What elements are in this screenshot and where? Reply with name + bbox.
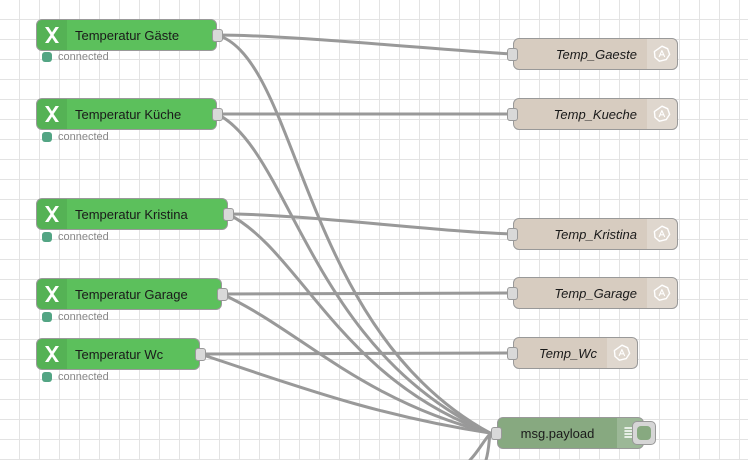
- output-port[interactable]: [217, 288, 228, 301]
- node-label: Temperatur Küche: [75, 106, 182, 122]
- node-debug-msg-payload[interactable]: msg.payload: [491, 417, 656, 449]
- wire-return-b: [484, 432, 492, 460]
- mqtt-icon: [647, 278, 677, 308]
- node-mqtt-temp-wc[interactable]: Temp_Wc: [507, 337, 638, 369]
- wire-garage-to-mqtt: [220, 291, 515, 296]
- node-label: Temperatur Gäste: [75, 27, 180, 43]
- input-port[interactable]: [491, 427, 502, 440]
- node-body: Temperatur Garage: [37, 279, 221, 309]
- node-source-temperatur-gaeste[interactable]: Temperatur Gäste: [36, 19, 223, 51]
- node-mqtt-temp-gaeste[interactable]: Temp_Gaeste: [507, 38, 678, 70]
- node-label: Temp_Gaeste: [555, 46, 637, 62]
- x-icon: [37, 20, 67, 50]
- node-mqtt-temp-kueche[interactable]: Temp_Kueche: [507, 98, 678, 130]
- node-body: Temperatur Kristina: [37, 199, 227, 229]
- node-source-temperatur-kristina[interactable]: Temperatur Kristina: [36, 198, 234, 230]
- node-label: Temperatur Kristina: [75, 206, 188, 222]
- node-label: Temp_Kristina: [554, 226, 637, 242]
- node-label: Temperatur Garage: [75, 286, 188, 302]
- input-port[interactable]: [507, 287, 518, 300]
- input-port[interactable]: [507, 347, 518, 360]
- output-port[interactable]: [212, 108, 223, 121]
- node-label: Temp_Kueche: [553, 106, 637, 122]
- debug-toggle-button[interactable]: [632, 421, 656, 445]
- mqtt-icon: [607, 338, 637, 368]
- input-port[interactable]: [507, 228, 518, 241]
- x-icon: [37, 99, 67, 129]
- status-temperatur-wc: connected: [42, 371, 109, 383]
- status-dot: [42, 372, 52, 382]
- wire-gaeste-to-debug: [215, 33, 492, 435]
- node-body: Temp_Wc: [514, 338, 637, 368]
- status-label: connected: [58, 371, 109, 383]
- node-mqtt-temp-garage[interactable]: Temp_Garage: [507, 277, 678, 309]
- wire-wc-to-mqtt: [198, 351, 515, 356]
- status-dot: [42, 132, 52, 142]
- node-label: msg.payload: [520, 425, 595, 441]
- status-label: connected: [58, 231, 109, 243]
- status-dot: [42, 52, 52, 62]
- wire-garage-to-debug: [220, 292, 492, 435]
- node-label: Temp_Garage: [554, 285, 637, 301]
- status-temperatur-garage: connected: [42, 311, 109, 323]
- mqtt-icon: [647, 39, 677, 69]
- output-port[interactable]: [212, 29, 223, 42]
- status-label: connected: [58, 311, 109, 323]
- status-dot: [42, 232, 52, 242]
- node-body: Temperatur Wc: [37, 339, 199, 369]
- x-icon: [37, 339, 67, 369]
- wire-return-a: [468, 432, 492, 460]
- mqtt-icon: [647, 219, 677, 249]
- node-body: Temp_Kristina: [514, 219, 677, 249]
- node-mqtt-temp-kristina[interactable]: Temp_Kristina: [507, 218, 678, 250]
- status-temperatur-kristina: connected: [42, 231, 109, 243]
- output-port[interactable]: [195, 348, 206, 361]
- x-icon: [37, 279, 67, 309]
- status-temperatur-gaeste: connected: [42, 51, 109, 63]
- status-temperatur-kueche: connected: [42, 131, 109, 143]
- output-port[interactable]: [223, 208, 234, 221]
- node-body: Temp_Garage: [514, 278, 677, 308]
- node-label: Temperatur Wc: [75, 346, 164, 362]
- node-body: Temperatur Gäste: [37, 20, 216, 50]
- status-dot: [42, 312, 52, 322]
- mqtt-icon: [647, 99, 677, 129]
- node-source-temperatur-garage[interactable]: Temperatur Garage: [36, 278, 228, 310]
- node-body: msg.payload: [498, 418, 643, 448]
- input-port[interactable]: [507, 48, 518, 61]
- node-body: Temp_Kueche: [514, 99, 677, 129]
- status-label: connected: [58, 131, 109, 143]
- node-label: Temp_Wc: [538, 345, 597, 361]
- node-body: Temp_Gaeste: [514, 39, 677, 69]
- x-icon: [37, 199, 67, 229]
- node-body: Temperatur Küche: [37, 99, 216, 129]
- wire-wc-to-debug: [198, 352, 492, 435]
- node-source-temperatur-wc[interactable]: Temperatur Wc: [36, 338, 206, 370]
- status-label: connected: [58, 51, 109, 63]
- wire-kristina-to-mqtt: [226, 212, 515, 236]
- input-port[interactable]: [507, 108, 518, 121]
- wire-kristina-to-debug: [226, 212, 492, 435]
- node-source-temperatur-kueche[interactable]: Temperatur Küche: [36, 98, 223, 130]
- wire-kueche-to-debug: [215, 112, 492, 435]
- wire-gaeste-to-mqtt: [215, 33, 515, 56]
